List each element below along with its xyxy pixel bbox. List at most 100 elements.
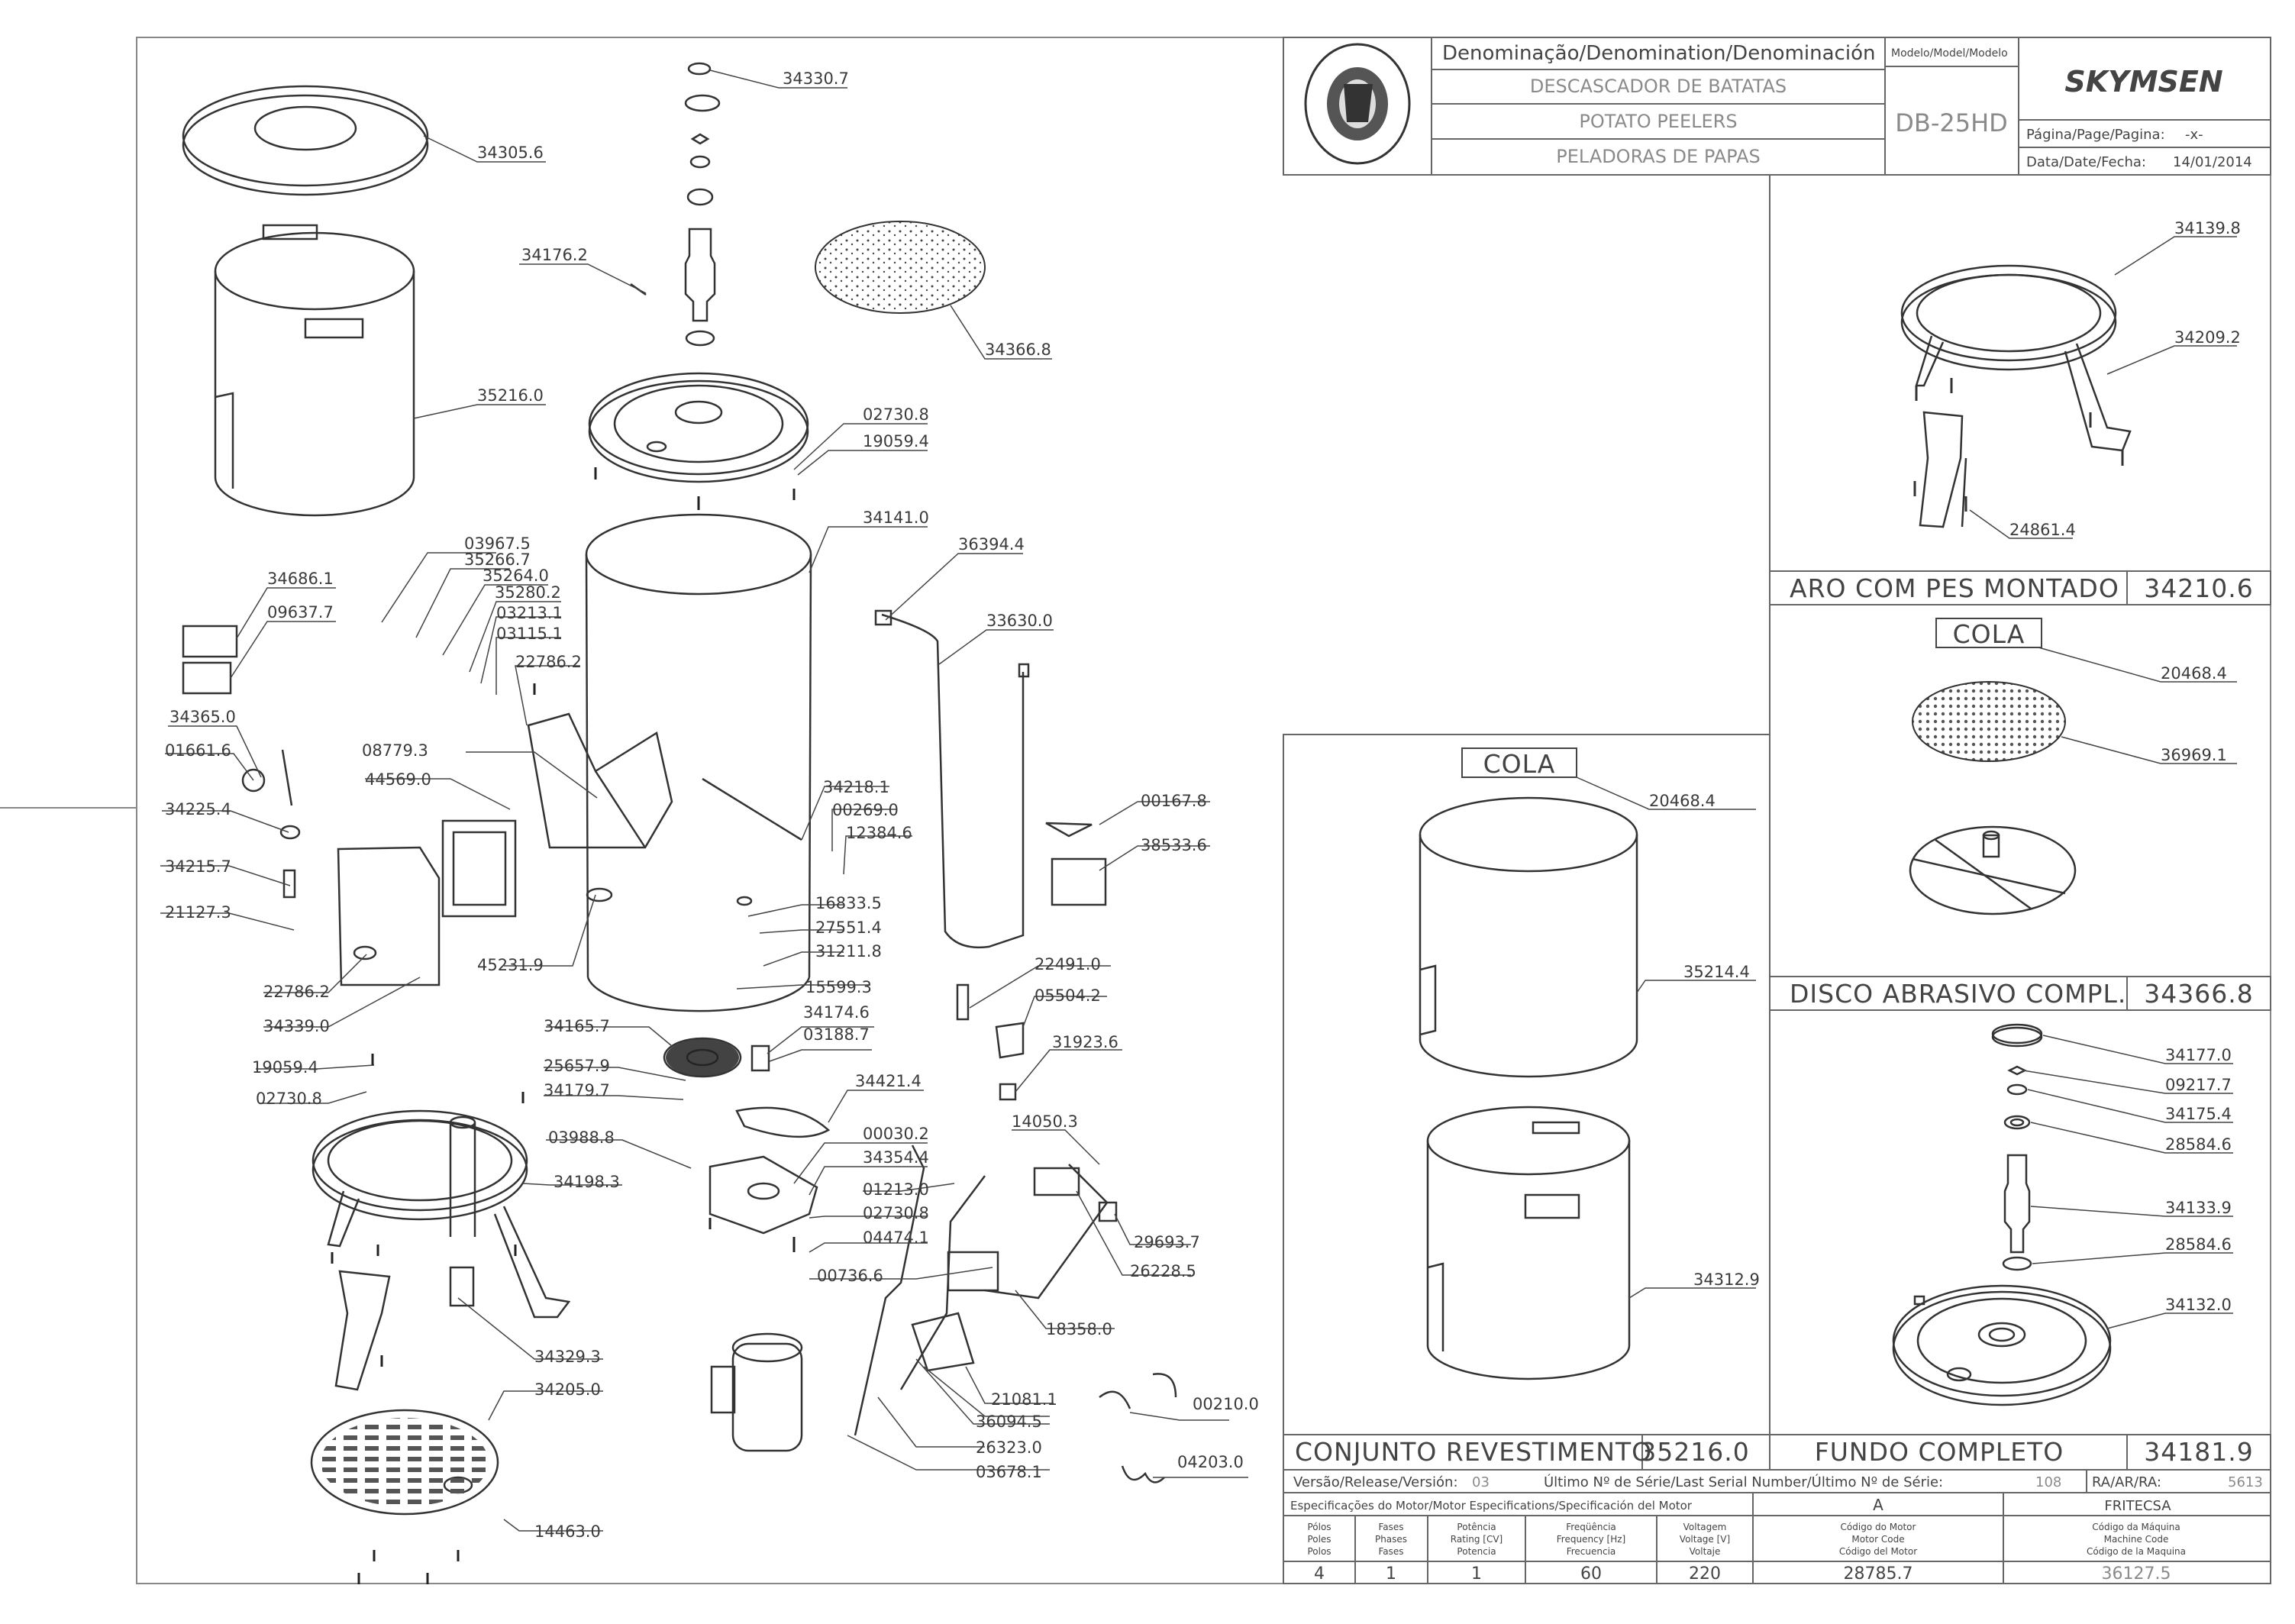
part-label: 01661.6 bbox=[165, 741, 231, 760]
inset-frames bbox=[1283, 175, 2271, 1471]
part-label: 36394.4 bbox=[958, 535, 1025, 554]
spec-header: Código do Motor bbox=[1841, 1522, 1916, 1532]
spec-header: Poles bbox=[1307, 1534, 1331, 1545]
spec-header: Polos bbox=[1307, 1546, 1331, 1557]
motor-letter: A bbox=[1873, 1496, 1883, 1514]
part-label: 35280.2 bbox=[495, 583, 561, 602]
drawing-frame bbox=[0, 37, 2271, 1584]
part-label: 34305.6 bbox=[477, 144, 544, 162]
part-label: 18358.0 bbox=[1046, 1320, 1112, 1338]
spec-value: 4 bbox=[1314, 1564, 1325, 1584]
model-value: DB-25HD bbox=[1895, 108, 2008, 137]
fundo-code: 34181.9 bbox=[2144, 1437, 2253, 1467]
part-label: 25657.9 bbox=[544, 1057, 610, 1075]
disco-part-label: 36969.1 bbox=[2161, 746, 2227, 764]
part-label: 38533.6 bbox=[1141, 836, 1207, 854]
date-value: 14/01/2014 bbox=[2173, 154, 2252, 170]
footer-table bbox=[1283, 1469, 2271, 1584]
abrasive-disc-base bbox=[1909, 825, 2077, 915]
part-label: 27551.4 bbox=[815, 919, 882, 937]
fundo-part-label: 28584.6 bbox=[2165, 1235, 2232, 1254]
spec-header: Freqüência bbox=[1566, 1522, 1616, 1532]
spec-value: 60 bbox=[1580, 1564, 1602, 1584]
spec-header: Fases bbox=[1378, 1522, 1403, 1532]
part-label: 14463.0 bbox=[534, 1522, 601, 1541]
part-label: 34205.0 bbox=[534, 1380, 601, 1399]
pulley bbox=[666, 1039, 739, 1076]
brand-logo: SKYMSEN bbox=[2064, 65, 2222, 98]
model-label: Modelo/Model/Modelo bbox=[1891, 47, 2008, 60]
fundo-part-label: 34177.0 bbox=[2165, 1046, 2232, 1064]
part-label: 03115.1 bbox=[496, 625, 563, 643]
aro-screws bbox=[1913, 378, 2124, 512]
part-label: 34421.4 bbox=[855, 1072, 922, 1090]
part-label: 15599.3 bbox=[805, 978, 872, 996]
fundo-part-label: 28584.6 bbox=[2165, 1135, 2232, 1154]
title-block bbox=[1283, 37, 2271, 176]
motor-spec-columns: Pólos Poles Polos 4 Fases Phases Fases 1… bbox=[1307, 1522, 2186, 1584]
part-label: 34174.6 bbox=[803, 1003, 870, 1022]
fundo-part-label: 34175.4 bbox=[2165, 1105, 2232, 1123]
denomination-en: POTATO PEELERS bbox=[1579, 111, 1737, 132]
spec-header: Phases bbox=[1375, 1534, 1407, 1545]
disco-code: 34366.8 bbox=[2144, 979, 2253, 1009]
date-label: Data/Date/Fecha: bbox=[2026, 154, 2146, 170]
part-label: 02730.8 bbox=[863, 1204, 929, 1222]
part-label: 45231.9 bbox=[477, 956, 544, 974]
spec-header: Código da Máquina bbox=[2092, 1522, 2180, 1532]
part-label: 44569.0 bbox=[365, 770, 431, 789]
aro-ring-drawing bbox=[1900, 264, 2132, 528]
part-label: 31923.6 bbox=[1052, 1033, 1118, 1051]
spec-header: Frecuencia bbox=[1567, 1546, 1616, 1557]
part-label: 33630.0 bbox=[986, 612, 1053, 630]
revestimento-part-label: 34312.9 bbox=[1693, 1270, 1760, 1289]
part-label: 00167.8 bbox=[1141, 792, 1207, 810]
revestimento-part-label: 35214.4 bbox=[1683, 963, 1750, 981]
ra-label: RA/AR/RA: bbox=[2092, 1474, 2161, 1490]
part-label: 29693.7 bbox=[1134, 1233, 1200, 1251]
spec-value: 1 bbox=[1386, 1564, 1396, 1584]
part-label: 03213.1 bbox=[496, 604, 563, 622]
aro-part-label: 24861.4 bbox=[2009, 521, 2076, 539]
spec-header: Potência bbox=[1457, 1522, 1496, 1532]
spec-header: Código de la Maquina bbox=[2087, 1546, 2186, 1557]
fundo-part-label: 34133.9 bbox=[2165, 1199, 2232, 1217]
part-label: 36094.5 bbox=[976, 1413, 1042, 1431]
spec-value: 1 bbox=[1471, 1564, 1482, 1584]
part-label: 03967.5 bbox=[464, 534, 531, 553]
part-label: 19059.4 bbox=[863, 432, 929, 450]
part-label: 34179.7 bbox=[544, 1081, 610, 1099]
revestimento-leaders bbox=[1576, 776, 1756, 1299]
part-label: 02730.8 bbox=[256, 1090, 322, 1108]
spec-header: Rating [CV] bbox=[1451, 1534, 1503, 1545]
disco-title: DISCO ABRASIVO COMPL. bbox=[1790, 979, 2126, 1009]
part-label: 22786.2 bbox=[515, 653, 582, 671]
aro-leaders bbox=[1969, 236, 2237, 539]
motor-spec-label: Especificações do Motor/Motor Especifica… bbox=[1290, 1499, 1693, 1513]
part-label: 34365.0 bbox=[169, 708, 236, 726]
part-label: 35216.0 bbox=[477, 386, 544, 405]
part-label: 34198.3 bbox=[554, 1173, 620, 1191]
part-label: 00269.0 bbox=[832, 801, 899, 819]
part-label: 03188.7 bbox=[803, 1025, 870, 1044]
abrasive-disc-mesh bbox=[1912, 681, 2066, 762]
part-label: 00030.2 bbox=[863, 1125, 929, 1143]
serial-label: Último Nº de Série/Last Serial Number/Úl… bbox=[1544, 1474, 1943, 1490]
part-label: 26323.0 bbox=[976, 1438, 1042, 1457]
spec-header: Pólos bbox=[1307, 1522, 1331, 1532]
part-label: 03988.8 bbox=[548, 1128, 615, 1147]
ra-value: 5613 bbox=[2228, 1474, 2263, 1490]
spec-header: Voltage [V] bbox=[1680, 1534, 1730, 1545]
part-label: 26228.5 bbox=[1130, 1262, 1196, 1280]
part-label: 12384.6 bbox=[846, 824, 912, 842]
denomination-es: PELADORAS DE PAPAS bbox=[1556, 146, 1761, 167]
spec-value: 220 bbox=[1689, 1564, 1721, 1584]
revestimento-drawing bbox=[1419, 796, 1638, 1380]
part-label: 22491.0 bbox=[1035, 955, 1101, 973]
aro-title: ARO COM PES MONTADO bbox=[1790, 573, 2119, 603]
part-label: 16833.5 bbox=[815, 894, 882, 912]
part-label: 34339.0 bbox=[263, 1017, 330, 1035]
authorized-seal bbox=[1304, 43, 1411, 165]
part-label: 21127.3 bbox=[165, 903, 231, 922]
part-label: 14050.3 bbox=[1012, 1112, 1078, 1131]
